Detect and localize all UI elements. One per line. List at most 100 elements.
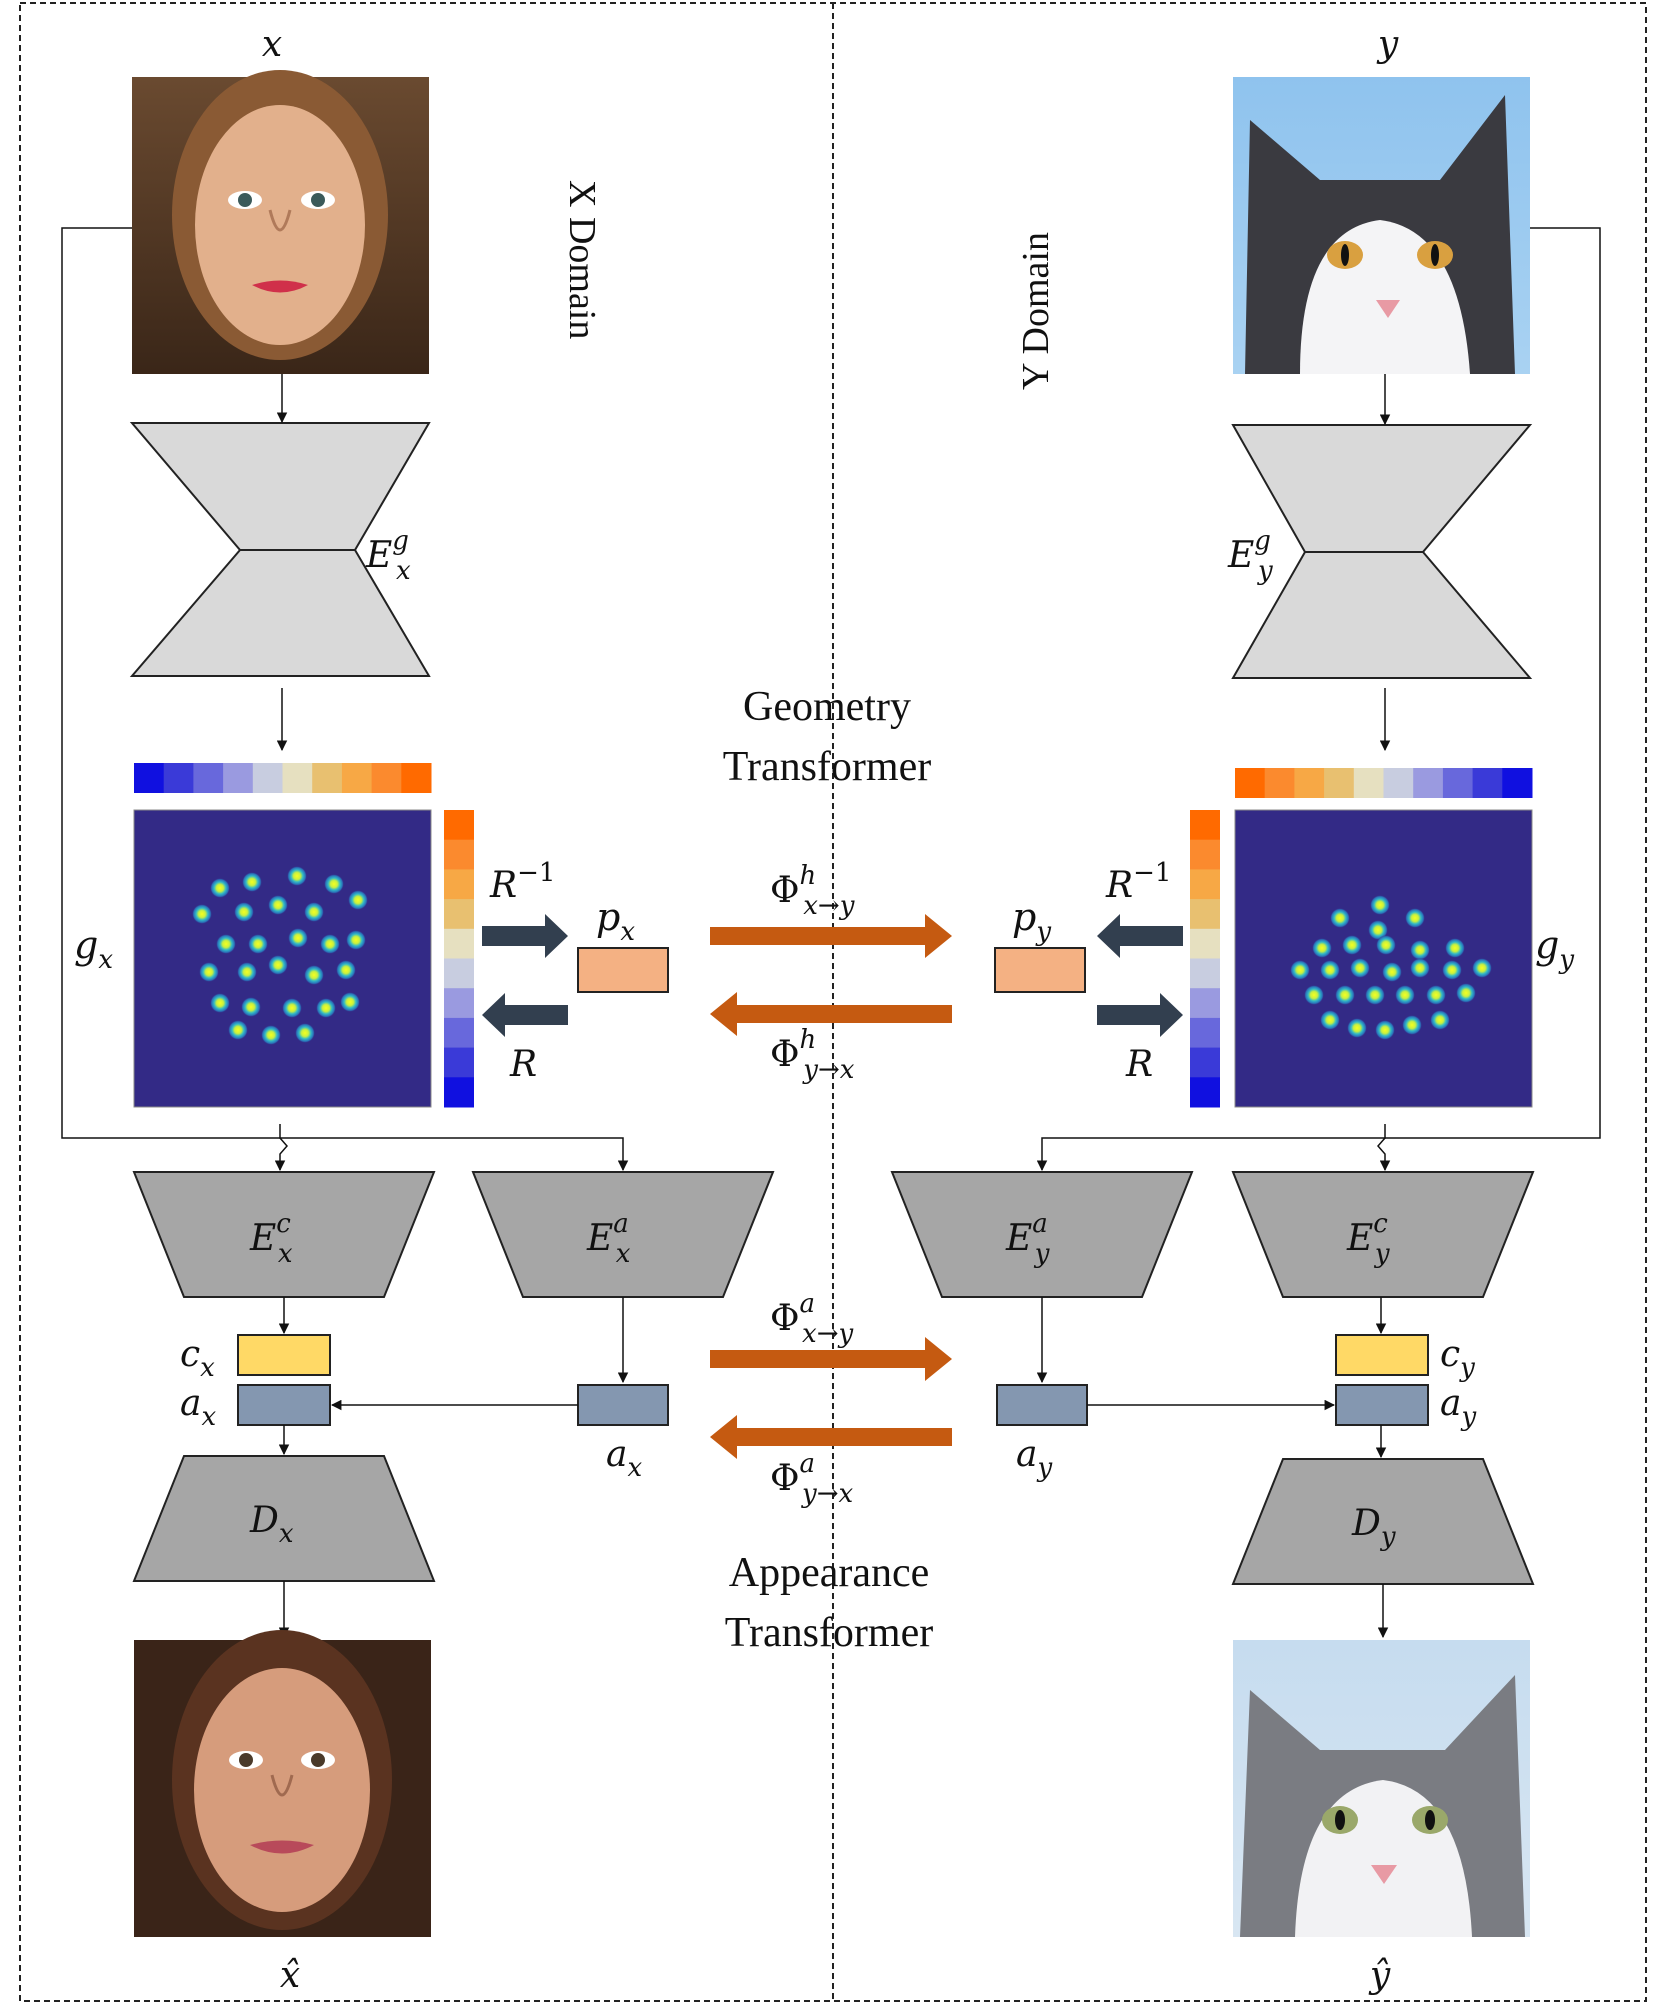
appearance-code-x-combined xyxy=(237,1384,331,1426)
colorbar-cell xyxy=(444,899,474,930)
heatmap-landmark xyxy=(1426,985,1446,1005)
heatmap-landmark xyxy=(282,998,302,1018)
colorbar-cell xyxy=(1190,1077,1220,1108)
appearance-encoder-y xyxy=(890,1171,1194,1298)
appearance-backward-arrow xyxy=(710,1415,952,1459)
heatmap-landmark xyxy=(241,997,261,1017)
colorbar-cell xyxy=(1190,1017,1220,1049)
heatmap-landmark xyxy=(1382,962,1402,982)
pca-code-y-label: py xyxy=(1012,895,1051,947)
geometry-transformer-title-line2: Transformer xyxy=(723,744,931,790)
heatmap-landmark xyxy=(1290,960,1310,980)
appearance-forward-arrow xyxy=(710,1337,952,1381)
colorbar-cell xyxy=(1294,768,1325,798)
colorbar-cell xyxy=(1190,839,1220,870)
appearance-code-y-combined xyxy=(1335,1384,1429,1426)
appearance-code-y-label: ay xyxy=(1016,1434,1052,1483)
heatmap-landmark xyxy=(210,993,230,1013)
colorbar-cell xyxy=(1190,1047,1220,1078)
content-encoder-y xyxy=(1231,1171,1535,1298)
heatmap-landmark xyxy=(1330,908,1350,928)
heatmap-landmark xyxy=(1365,985,1385,1005)
heatmap-landmark xyxy=(1312,938,1332,958)
inverse-pca-arrow-x xyxy=(482,914,568,958)
heatmap-landmark xyxy=(1410,940,1430,960)
colorbar-cell xyxy=(1190,899,1220,930)
appearance-code-x-label: ax xyxy=(606,1434,642,1483)
heatmap-landmark xyxy=(288,928,308,948)
heatmap-landmark xyxy=(304,902,324,922)
appearance-code-y-combined-label: ay xyxy=(1440,1383,1476,1432)
content-encoder-x xyxy=(132,1171,436,1298)
heatmap-landmark xyxy=(216,934,236,954)
content-code-x xyxy=(237,1334,331,1376)
colorbar-cell xyxy=(1235,768,1266,798)
inverse-pca-label-x: R−1 xyxy=(489,858,555,906)
colorbar-cell xyxy=(193,763,224,793)
content-code-y xyxy=(1335,1334,1429,1376)
heatmap-landmark xyxy=(268,895,288,915)
geometry-transformer-title-line1: Geometry xyxy=(743,684,911,730)
pca-code-x-label: px xyxy=(596,895,635,947)
colorbar-cell xyxy=(444,1017,474,1049)
colorbar-cell xyxy=(444,1047,474,1078)
heatmap-landmark xyxy=(1456,983,1476,1003)
input-x-label: x xyxy=(262,24,282,65)
heatmap-landmark xyxy=(1472,958,1492,978)
colorbar-cell xyxy=(341,763,373,793)
colorbar-cell xyxy=(444,958,474,989)
heatmap-landmark xyxy=(316,998,336,1018)
pca-code-x xyxy=(577,947,669,993)
colorbar-cell xyxy=(1324,768,1355,798)
colorbar-cell xyxy=(444,928,474,959)
colorbar-cell xyxy=(223,763,254,793)
heatmap-landmark xyxy=(346,930,366,950)
heatmap-landmark xyxy=(1402,1015,1422,1035)
colorbar-cell xyxy=(282,763,313,793)
heatmap-landmark xyxy=(192,904,212,924)
heatmap-landmark xyxy=(237,962,257,982)
colorbar-cell xyxy=(1190,958,1220,989)
colorbar-cell xyxy=(1190,869,1220,900)
colorbar-cell xyxy=(1190,810,1220,841)
output-y-label: ŷ xyxy=(1368,1955,1391,1996)
colorbar-x-horizontal xyxy=(134,763,432,793)
pca-arrow-x xyxy=(482,993,568,1037)
output-photo-x xyxy=(134,1630,431,1937)
heatmap-landmark xyxy=(320,934,340,954)
heatmap-landmark xyxy=(1347,1018,1367,1038)
colorbar-cell xyxy=(1190,988,1220,1019)
appearance-transformer-title-line2: Transformer xyxy=(725,1610,933,1656)
heatmap-landmark xyxy=(234,902,254,922)
heatmap-landmark xyxy=(304,965,324,985)
appearance-code-x xyxy=(577,1384,669,1426)
colorbar-cell xyxy=(444,869,474,900)
heatmap-landmark xyxy=(1320,960,1340,980)
heatmap-landmark xyxy=(324,874,344,894)
decoder-y xyxy=(1231,1458,1535,1585)
colorbar-cell xyxy=(371,763,402,793)
pca-label-y: R xyxy=(1125,1044,1153,1085)
heatmap-landmark xyxy=(1320,1010,1340,1030)
heatmap-landmark xyxy=(1376,935,1396,955)
x-domain-title: X Domain xyxy=(561,180,603,339)
decoder-x xyxy=(132,1455,436,1582)
heatmap-x-label: gx xyxy=(74,923,113,975)
colorbar-cell xyxy=(444,839,474,870)
heatmap-landmark xyxy=(1410,958,1430,978)
colorbar-y-vertical xyxy=(1190,810,1220,1108)
pca-code-y xyxy=(994,947,1086,993)
heatmap-landmark xyxy=(1368,920,1388,940)
colorbar-cell xyxy=(134,763,165,793)
colorbar-cell xyxy=(444,1077,474,1108)
input-photo-y xyxy=(1233,77,1530,374)
heatmap-x xyxy=(133,809,432,1108)
